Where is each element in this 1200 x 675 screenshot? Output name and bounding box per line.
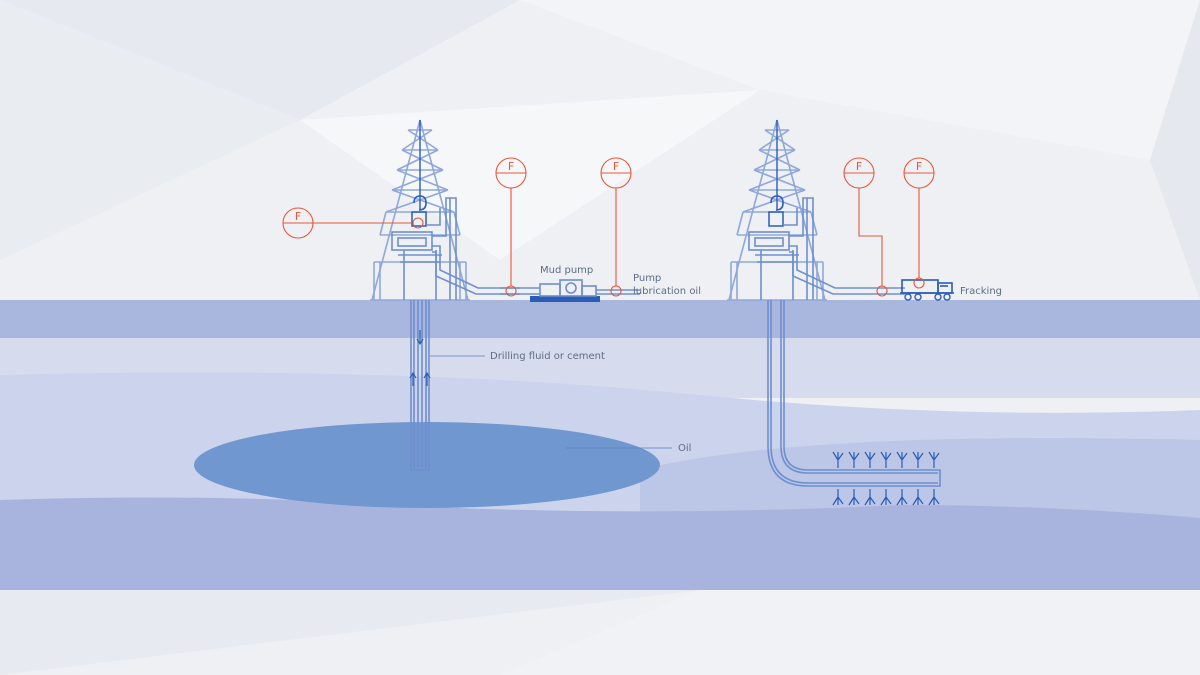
left-derrick-icon	[370, 119, 470, 301]
flow-arrow-icon	[409, 330, 431, 386]
horizontal-wellbore	[760, 262, 941, 487]
right-hook-icon	[768, 195, 784, 227]
mud-pump-label: Mud pump	[540, 265, 593, 276]
flowmeter-symbol: F	[856, 160, 862, 173]
mud-pump-icon	[500, 279, 640, 302]
flowmeter-lubrication-oil: F	[600, 157, 632, 297]
frac-truck-icon	[900, 279, 954, 301]
left-wellbore	[403, 262, 437, 471]
flowmeter-frac-line: F	[843, 157, 888, 297]
fracking-label: Fracking	[960, 286, 1002, 297]
drilling-fluid-label: Drilling fluid or cement	[490, 351, 605, 362]
flowmeter-symbol: F	[508, 160, 514, 173]
flowmeter-symbol: F	[916, 160, 922, 173]
flowmeter-symbol: F	[613, 160, 619, 173]
pump-lubrication-label-line2: lubrication oil	[633, 286, 701, 297]
flowmeter-frac-truck: F	[903, 157, 935, 289]
fracture-icon	[832, 451, 940, 506]
flowmeter-left-wellhead: F	[282, 207, 424, 239]
ground-top-layer	[0, 300, 1200, 340]
pump-lubrication-label-line1: Pump	[633, 273, 661, 284]
flowmeter-symbol: F	[295, 210, 301, 223]
flowmeter-mud-pump: F	[495, 157, 527, 297]
left-hook-icon	[411, 195, 427, 227]
layer-deep	[0, 497, 1200, 590]
earth-layers	[0, 300, 1200, 590]
oil-reservoir	[194, 422, 660, 508]
oil-label: Oil	[678, 443, 691, 454]
